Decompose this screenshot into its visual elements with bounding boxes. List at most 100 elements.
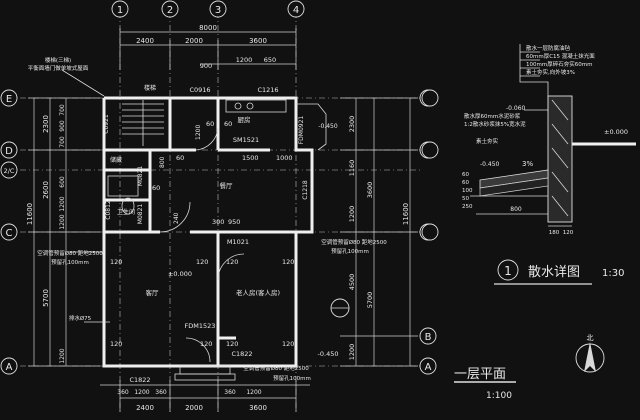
floor-plan-scale: 1:100 <box>486 391 512 401</box>
wall-dim: 300 <box>212 218 224 226</box>
note-stair-2: 平衡面墙门做单坡式屋面 <box>28 64 89 72</box>
dim-left-sub: 900 <box>59 120 66 132</box>
dim-right-row: 1200 <box>348 344 356 361</box>
wall-numbers: 60 60 60 60 120 120 120 120 120 120 120 … <box>110 120 294 348</box>
axis-bubble-a <box>0 357 18 375</box>
axis-label: A <box>425 362 432 373</box>
room-wc: 卫生间 <box>117 208 135 216</box>
dim-left-sub: 1200 <box>59 348 66 363</box>
drain-detail: 散水一层防腐油毡 60mm厚C15 混凝土抹光面 100mm厚碎石夯实60mm … <box>421 44 636 285</box>
axis-bubble-1 <box>111 0 129 18</box>
room-kitchen: 厨房 <box>238 115 251 124</box>
wall-dim: 120 <box>196 258 208 266</box>
wall-dim: 120 <box>226 258 238 266</box>
dim-right-outer: 11600 <box>402 203 410 225</box>
dim-right-row: 5700 <box>366 292 374 309</box>
north-arrow-icon <box>584 342 596 372</box>
detail-note: 素土夯实,向外坡3% <box>526 68 575 76</box>
detail-number-bubble <box>497 259 519 281</box>
left-dimensions: 11600 2300 2600 5700 700 900 700 600 120… <box>26 97 100 367</box>
dim-left-row: 2300 <box>42 115 50 133</box>
grid-lines <box>20 12 420 412</box>
level-mark: -0.450 <box>318 123 338 130</box>
detail-dim: 800 <box>510 206 522 213</box>
detail-dim: 120 <box>563 230 574 236</box>
axis-label: 2 <box>167 5 173 16</box>
dim-bottom-seg: 2000 <box>185 404 203 412</box>
wall-dim: 120 <box>110 340 122 348</box>
dim-mini: 1200 <box>134 389 149 396</box>
axis-label: 1 <box>117 5 123 16</box>
note-aircon: 预留孔100mm <box>331 247 369 255</box>
floor-plan-title: 一层平面 <box>454 367 506 382</box>
dim-top-sub: 900 <box>200 62 212 70</box>
detail-note: 1:2散水砂浆抹5%宽水泥 <box>464 120 526 128</box>
window-code: C0812 <box>105 200 112 220</box>
axis-bubble-b <box>419 327 437 345</box>
dim-overall: 8000 <box>199 24 217 32</box>
room-stair: 楼梯 <box>144 84 156 92</box>
window-code: C0921 <box>103 114 110 134</box>
detail-axis-bubble <box>421 223 439 241</box>
dim-mini: 360 <box>117 389 129 396</box>
wall-dim: 120 <box>200 340 212 348</box>
note-aircon: 空调管预留Ø80 距地2500 <box>321 238 387 246</box>
axis-label: 3 <box>215 5 221 16</box>
level-mark: -0.450 <box>318 350 339 358</box>
detail-note: 60mm厚C15 混凝土抹光面 <box>526 52 595 60</box>
note-aircon: 空调管预留Ø80 距地2500 <box>243 364 309 372</box>
dim-left-sub: 700 <box>59 136 66 148</box>
room-dining: 餐厅 <box>220 181 234 190</box>
detail-level: -0.060 <box>506 105 526 112</box>
wall-dim: 60 <box>152 184 160 192</box>
opening-codes: C0916 C1216 C0921 FDM0921 SM1521 C1218 C… <box>103 86 309 330</box>
room-labels: 厨房 餐厅 客厅 老人房(客人房) 卫生间 储藏 楼梯 <box>110 84 280 297</box>
note-aircon: 空调管预留Ø80 距地2500 <box>37 249 103 257</box>
wall-dim: 120 <box>282 340 294 348</box>
detail-level: -0.450 <box>480 161 500 168</box>
dim-mini: 360 <box>224 389 236 396</box>
wall-dim: 120 <box>282 258 294 266</box>
detail-note: 素土夯实 <box>476 137 499 145</box>
detail-dim: 60 <box>462 180 469 186</box>
dim-top-seg: 2000 <box>185 37 203 45</box>
detail-dim: 180 <box>549 230 560 236</box>
window-code: C1822 <box>231 350 252 358</box>
dim-top-sub: 1200 <box>236 56 253 64</box>
dim-left-sub: 700 <box>59 104 66 116</box>
axis-label: 4 <box>293 5 299 16</box>
room-bedroom: 老人房(客人房) <box>236 288 280 297</box>
right-dimensions: 2300 1160 3600 1200 4500 5700 1200 11600 <box>340 97 418 367</box>
window-code: C1218 <box>302 180 309 200</box>
door-code: FDM0921 <box>298 116 305 145</box>
wall-dim: 60 <box>206 120 214 128</box>
axis-bubble-d <box>0 141 18 159</box>
note-aircon: 预留孔100mm <box>273 374 311 382</box>
axis-bubble-2c <box>0 161 18 179</box>
axis-bubble-3 <box>209 0 227 18</box>
dim-left-outer: 11600 <box>26 203 34 225</box>
detail-slope: 3% <box>522 160 533 168</box>
window-code: C1822 <box>129 376 150 384</box>
detail-scale: 1:30 <box>602 268 624 279</box>
window-code: C1216 <box>257 86 278 94</box>
detail-dim: 250 <box>462 204 473 210</box>
dim-bottom-seg: 2400 <box>136 404 154 412</box>
axis-bubble-a <box>419 357 437 375</box>
room-storage: 储藏 <box>110 156 122 164</box>
detail-level: ±0.000 <box>604 128 628 136</box>
dim-right-row: 3600 <box>366 182 374 199</box>
detail-dim: 100 <box>462 188 473 194</box>
dim-bottom-seg: 3600 <box>249 404 267 412</box>
door-code: FDM1523 <box>185 322 216 330</box>
dim-right-row: 4500 <box>348 274 356 291</box>
dim-mini: 1200 <box>246 389 261 396</box>
axis-label: C <box>6 228 13 239</box>
top-dimensions: 8000 2400 2000 3600 1200 650 900 <box>119 24 297 70</box>
notes: 楼梯(三梯) 平衡面墙门做单坡式屋面 空调管预留Ø80 距地2500 预留孔10… <box>28 56 388 382</box>
axis-label: B <box>425 332 432 343</box>
wall-dim: 120 <box>110 258 122 266</box>
wall-dim: 800 <box>159 156 166 168</box>
